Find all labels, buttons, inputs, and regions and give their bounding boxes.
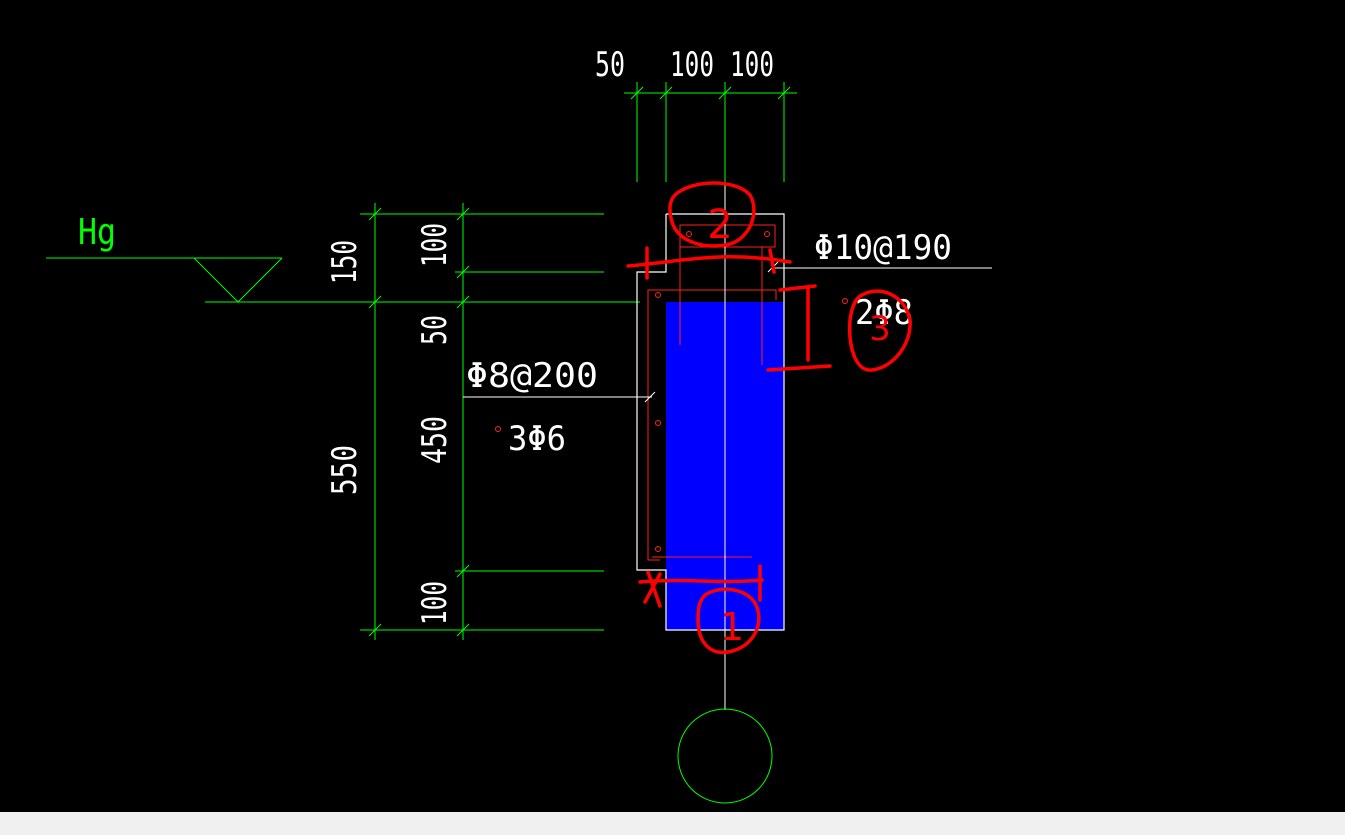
left-dim-label: 100	[415, 223, 455, 267]
markup-cross	[643, 570, 662, 608]
markup-tick	[766, 364, 832, 372]
dim-tick	[456, 207, 470, 221]
dim-tick	[368, 207, 382, 221]
left-dim-label: 100	[415, 581, 455, 625]
legend-dot	[842, 298, 848, 304]
rebar-dot	[686, 231, 692, 237]
dim-tick	[368, 295, 382, 309]
top-dim-label: 100	[730, 45, 774, 85]
markup-top-line	[626, 255, 792, 268]
section-drawing: 50 100 100 150 550 100 50 450 100 Hg	[46, 45, 992, 804]
rebar-dot	[655, 546, 661, 552]
axis-bubble	[677, 708, 773, 804]
top-dim-label: 100	[670, 45, 714, 85]
top-stirrup-callout: Φ10@190	[814, 228, 952, 268]
left-dim-label: 150	[325, 240, 365, 284]
section-outline-path	[636, 213, 785, 631]
side-bars-callout: 3Φ6	[508, 419, 566, 459]
level-marker	[46, 257, 283, 303]
markup-circle-2	[668, 181, 756, 248]
top-bars-callout: 2Φ8	[855, 293, 913, 333]
rebar	[495, 224, 848, 561]
legend-dot	[495, 426, 501, 432]
left-dim-label: 50	[415, 315, 455, 345]
rebar-dot	[655, 420, 661, 426]
markup-circle-1	[696, 587, 761, 655]
cad-drawing-canvas[interactable]: 50 100 100 150 550 100 50 450 100 Hg	[0, 0, 1345, 812]
dim-tick	[659, 86, 673, 100]
left-dim-label: 550	[325, 445, 365, 495]
side-stirrup	[647, 289, 777, 561]
side-stirrup-callout: Φ8@200	[466, 356, 598, 396]
level-triangle	[193, 257, 283, 303]
section-outline	[636, 213, 785, 631]
markup-bottom-line	[638, 578, 764, 584]
markup-tick	[778, 284, 817, 292]
dim-tick	[368, 623, 382, 637]
left-dim-label: 450	[415, 416, 455, 464]
level-label: Hg	[78, 212, 116, 253]
dim-tick	[456, 623, 470, 637]
dim-tick	[456, 564, 470, 578]
dim-tick	[718, 86, 732, 100]
top-dim-label: 50	[595, 45, 625, 85]
leader-tick	[644, 391, 656, 403]
dim-tick	[777, 86, 791, 100]
rebar-dot	[655, 292, 661, 298]
rebar-dot	[764, 231, 770, 237]
markup-number: 1	[720, 605, 744, 649]
left-dimension-chains	[205, 203, 640, 640]
leaders	[463, 261, 992, 403]
markup-number: 2	[707, 202, 732, 248]
dim-tick	[630, 86, 644, 100]
red-markup	[626, 181, 912, 655]
markup-tick	[768, 248, 776, 274]
dim-tick	[456, 265, 470, 279]
markup-number: 3	[869, 309, 891, 349]
status-bar	[0, 812, 1345, 835]
markup-circle-3	[847, 289, 912, 372]
dim-tick	[456, 295, 470, 309]
top-dimension-chain	[624, 82, 797, 182]
